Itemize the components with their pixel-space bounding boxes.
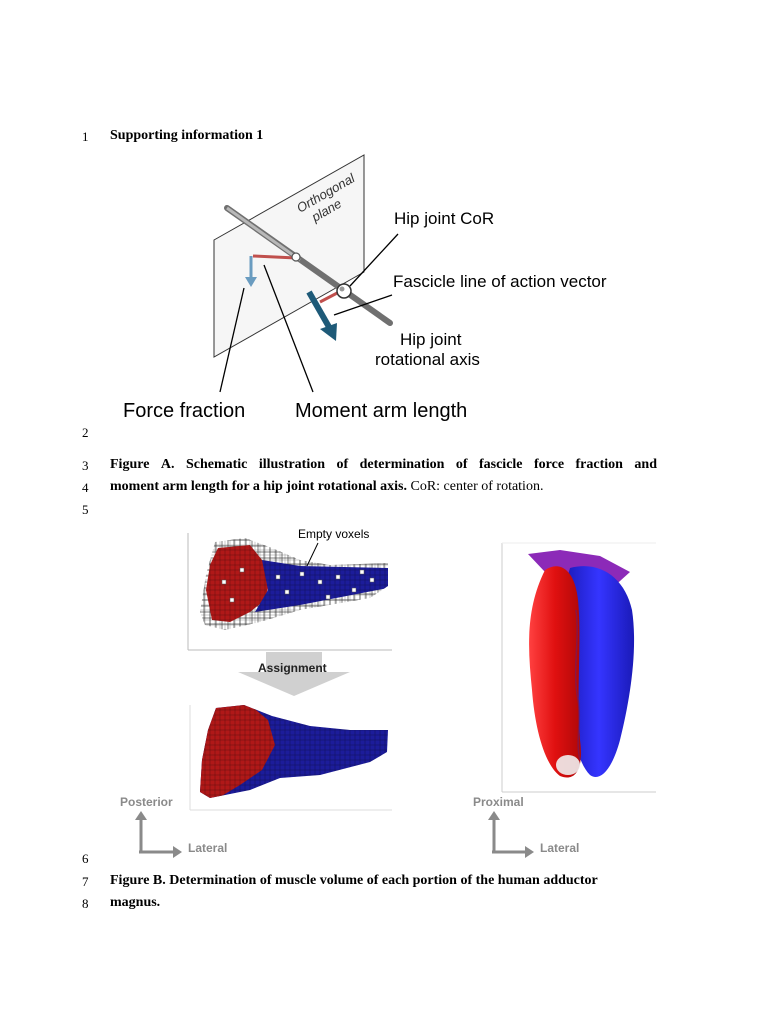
label-lateral-right: Lateral xyxy=(540,841,579,855)
supporting-info-heading: Supporting information 1 xyxy=(110,128,264,143)
caption-word: and xyxy=(634,457,657,472)
caption-word: fraction xyxy=(575,457,623,472)
hip-cor-shade xyxy=(339,286,345,292)
figure-a-schematic: Orthogonal plane Hip joint CoR Fascicle … xyxy=(123,154,607,422)
axis-proximal-head xyxy=(488,811,500,820)
line-number-1: 1 xyxy=(82,129,89,144)
label-force-fraction: Force fraction xyxy=(123,400,245,422)
figure-b-caption-line-1: Figure B. Determination of muscle volume… xyxy=(110,873,598,888)
caption-bold-part: moment arm length for a hip joint rotati… xyxy=(110,479,407,494)
caption-word: determination xyxy=(359,457,445,472)
leader-force-fraction xyxy=(219,287,245,393)
axis-posterior-head xyxy=(135,811,147,820)
figure-a-caption-line-2: moment arm length for a hip joint rotati… xyxy=(110,479,543,495)
caption-normal-part: CoR: center of rotation. xyxy=(406,479,544,494)
caption-word: of xyxy=(336,457,349,472)
label-rot-axis-2: rotational axis xyxy=(375,350,480,369)
rotational-axis-highlight xyxy=(226,206,301,262)
caption-word: force xyxy=(533,457,565,472)
force-fraction-arrow-head xyxy=(245,277,257,287)
line-number-3: 3 xyxy=(82,458,89,473)
leader-moment-arm xyxy=(263,264,314,393)
muscle-surface-render xyxy=(528,550,635,778)
label-assignment: Assignment xyxy=(258,661,327,675)
voxel-map-assigned xyxy=(200,705,388,798)
leader-fascicle-vector xyxy=(333,294,393,316)
label-hip-cor: Hip joint CoR xyxy=(394,209,494,228)
line-number-5: 5 xyxy=(82,502,89,517)
figure-b-panels: Empty voxels Assignment Posterior Latera… xyxy=(120,527,656,858)
fascicle-vector-shaft xyxy=(306,290,332,329)
label-moment-arm: Moment arm length xyxy=(295,400,467,422)
hip-cor-point xyxy=(336,283,352,299)
caption-word: illustration xyxy=(258,457,325,472)
axis-lateral-right-head xyxy=(525,846,534,858)
line-number-7: 7 xyxy=(82,874,89,889)
line-number-6: 6 xyxy=(82,851,89,866)
caption-word: Figure xyxy=(110,457,150,472)
caption-word: fascicle xyxy=(478,457,523,472)
axis-lateral-head xyxy=(173,846,182,858)
leader-empty-voxels xyxy=(306,542,319,567)
line-number-4: 4 xyxy=(82,480,89,495)
voxel-map-with-empty xyxy=(200,538,388,630)
label-empty-voxels: Empty voxels xyxy=(298,527,369,541)
line-number-8: 8 xyxy=(82,896,89,911)
assignment-arrow xyxy=(238,652,350,696)
label-posterior: Posterior xyxy=(120,795,173,809)
line-number-2: 2 xyxy=(82,425,89,440)
axis-projection-point xyxy=(291,252,301,262)
orthogonal-plane xyxy=(213,154,365,358)
label-fascicle-vector: Fascicle line of action vector xyxy=(393,272,607,291)
label-lateral-left: Lateral xyxy=(188,841,227,855)
caption-word: of xyxy=(455,457,468,472)
label-proximal: Proximal xyxy=(473,795,524,809)
figure-a-caption-line-1: Figure A. Schematic illustration of dete… xyxy=(110,457,657,473)
label-rot-axis-1: Hip joint xyxy=(400,330,462,349)
fascicle-vector-head xyxy=(320,323,337,341)
caption-word: A. xyxy=(160,457,175,472)
caption-word: Schematic xyxy=(185,457,248,472)
moment-arm-segment xyxy=(252,254,297,260)
figure-b-caption-line-2: magnus. xyxy=(110,895,161,910)
leader-hip-cor xyxy=(349,233,399,287)
